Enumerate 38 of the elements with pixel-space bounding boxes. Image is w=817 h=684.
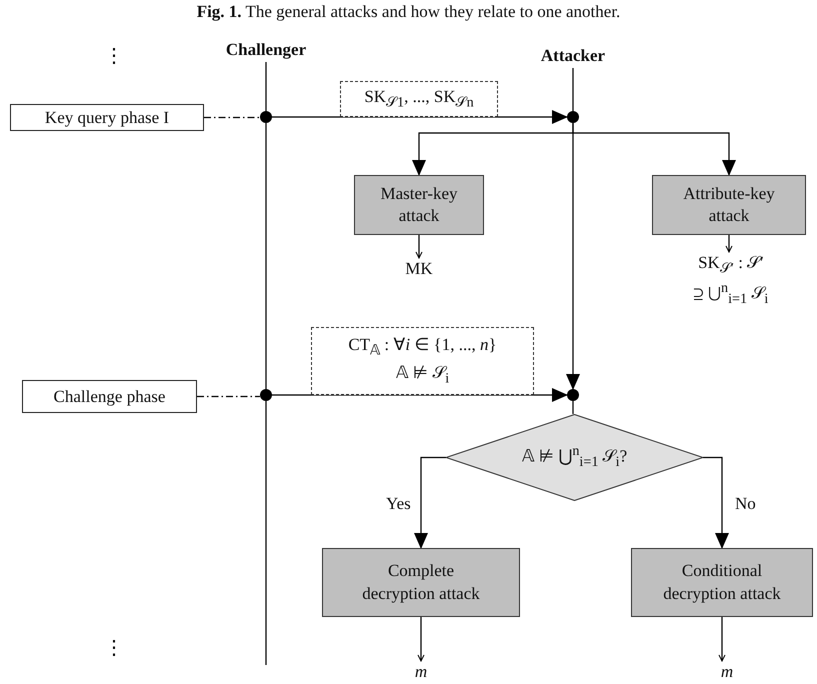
junction-dot (567, 111, 579, 123)
arrow (272, 110, 568, 124)
ellipsis-mark: ⋮ (104, 638, 124, 658)
lifeline-heading: Challenger (196, 40, 336, 62)
attack-box: Attribute-key attack (652, 175, 806, 235)
junction-dot (260, 111, 272, 123)
decision-text: 𝔸 ⊭ ⋃$^{n}$$_{i=1}$ 𝒮$_{i}$? (522, 443, 628, 472)
arrow (566, 123, 580, 390)
branch-label: Yes (386, 494, 411, 514)
arrow (414, 456, 446, 549)
output-label: m (717, 661, 737, 681)
figure-title: Fig. 1. The general attacks and how they relate to one another. (196, 2, 622, 22)
output-label: MK (394, 258, 444, 280)
arrow (703, 456, 729, 549)
lifeline (265, 62, 267, 111)
message-label: CT$_{𝔸}$ : ∀i ∈ {1, ..., n} 𝔸 ⊭ 𝒮$_{i}$ (311, 327, 534, 395)
decision-diamond (446, 414, 703, 501)
output-label: m (411, 661, 431, 681)
arrow (418, 617, 424, 662)
arrow (726, 235, 732, 252)
arrow (718, 617, 726, 662)
arrow (416, 235, 422, 258)
arrow (272, 388, 568, 402)
lifeline (265, 401, 267, 665)
attack-box: Master-key attack (354, 175, 484, 235)
lifeline (265, 123, 267, 389)
phase-box: Challenge phase (22, 380, 197, 413)
lifeline (572, 68, 574, 111)
attack-box: Conditional decryption attack (631, 548, 813, 617)
branch-label: No (735, 494, 756, 514)
junction-dot (567, 389, 579, 401)
ellipsis-mark: ⋮ (104, 46, 124, 66)
lifeline-heading: Attacker (503, 46, 643, 68)
attack-box: Complete decryption attack (322, 548, 520, 617)
message-label: SK$_{𝒮1}$, ..., SK$_{𝒮n}$ (340, 81, 498, 117)
output-label: SK$_{𝒮′}$ : 𝒮′ ⊇ ⋃$^{n}$$_{i=1}$ 𝒮$_{i}$ (676, 252, 786, 306)
junction-dot (260, 389, 272, 401)
phase-box: Key query phase I (10, 104, 204, 131)
